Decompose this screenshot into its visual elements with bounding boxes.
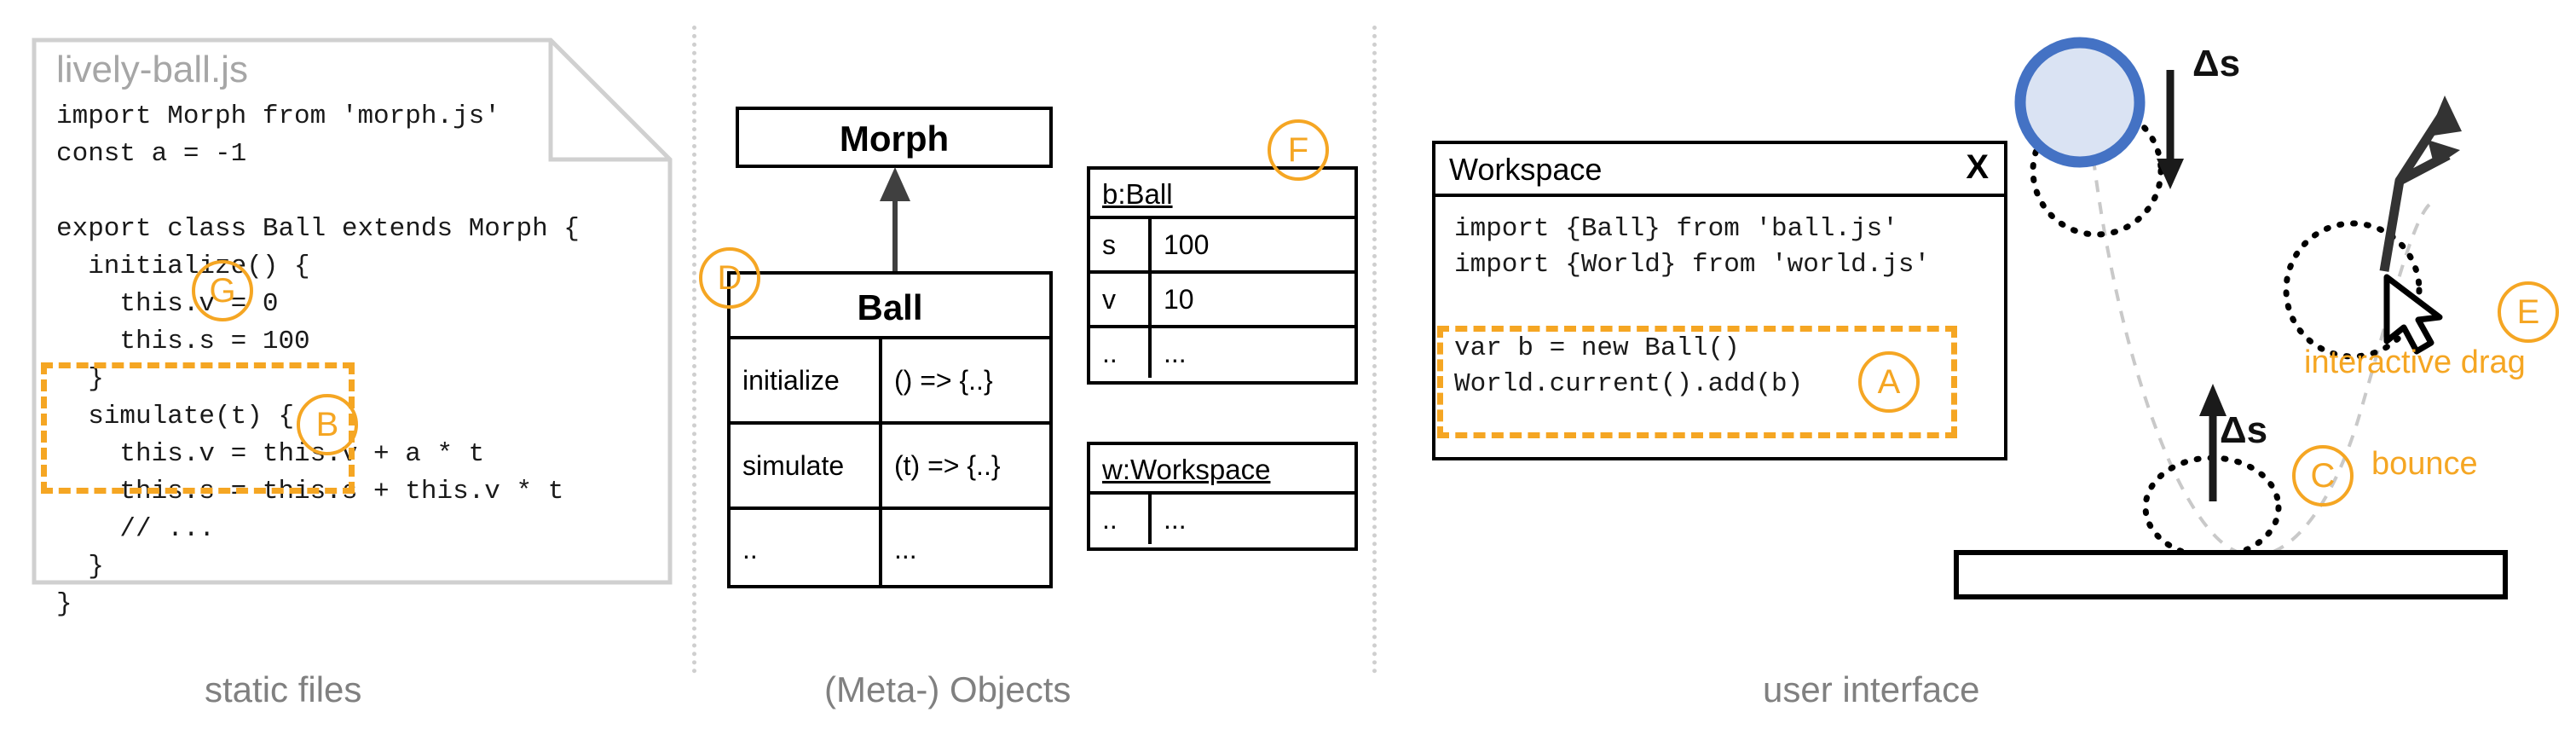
object-field-key: .. (1090, 495, 1152, 544)
badge-f-label: F (1287, 130, 1309, 169)
uml-class-ball-name: Ball (857, 287, 923, 327)
uml-member-name: initialize (731, 339, 882, 421)
workspace-title-label: Workspace (1449, 152, 1603, 187)
uml-member-value: ... (894, 533, 917, 564)
delta-s-up-arrowhead (2199, 384, 2227, 416)
file-code-line-9: simulate(t) { (56, 402, 295, 431)
table-row: .. ... (1090, 491, 1354, 544)
inheritance-arrow-icon (880, 167, 910, 271)
badge-b[interactable]: B (297, 394, 358, 455)
workspace-code-line-1: import {Ball} from 'ball.js' (1454, 214, 1898, 244)
object-field-value: ... (1164, 337, 1187, 368)
file-code-line-14: } (56, 589, 72, 619)
ground-floor-bar (1954, 550, 2508, 599)
table-row: v 10 (1090, 270, 1354, 325)
highlight-box-workspace-snippet (1437, 326, 1957, 438)
mouse-cursor-icon (2383, 274, 2443, 355)
file-code-line-5: initialize() { (56, 252, 310, 281)
object-header: b:Ball (1090, 170, 1354, 216)
object-header-label: w:Workspace (1102, 454, 1271, 485)
badge-a-label: A (1877, 362, 1901, 401)
badge-a[interactable]: A (1858, 351, 1920, 413)
caption-meta-objects: (Meta-) Objects (824, 669, 1071, 709)
workspace-selected-line-1: var b = new Ball() (1454, 333, 1740, 363)
uml-member-name: .. (731, 510, 882, 588)
badge-e[interactable]: E (2498, 281, 2559, 343)
uml-row: .. ... (731, 507, 1049, 588)
ball-trajectory-path (2085, 91, 2433, 558)
file-name-label: lively-ball.js (56, 49, 248, 90)
object-header-label: b:Ball (1102, 178, 1173, 210)
badge-f[interactable]: F (1268, 119, 1329, 181)
object-box-b-ball[interactable]: b:Ball s 100 v 10 .. ... (1087, 166, 1358, 385)
drag-arrow-head-right (2428, 140, 2460, 167)
object-field-key: v (1090, 274, 1152, 325)
badge-c-label: C (2310, 456, 2336, 495)
document-outline (32, 38, 673, 585)
close-icon[interactable]: X (1966, 148, 1989, 186)
workspace-titlebar[interactable]: Workspace X (1435, 144, 2004, 197)
object-field-value: ... (1164, 503, 1187, 535)
uml-member-value: () => {..} (894, 364, 993, 396)
uml-row: simulate (t) => {..} (731, 421, 1049, 507)
workspace-code-line-2: import {World} from 'world.js' (1454, 250, 1931, 280)
caption-user-interface: user interface (1763, 669, 1980, 709)
file-code-line-8: } (56, 364, 104, 394)
delta-s-top-label: Δs (2192, 43, 2241, 84)
table-row: .. ... (1090, 325, 1354, 378)
ghost-ball-dragged (2283, 220, 2423, 360)
object-box-w-workspace[interactable]: w:Workspace .. ... (1087, 442, 1358, 551)
object-field-value: 100 (1164, 229, 1210, 260)
badge-b-label: B (315, 405, 339, 443)
file-code-line-2: const a = -1 (56, 139, 247, 169)
object-field-value: 10 (1164, 283, 1194, 315)
uml-row: initialize () => {..} (731, 336, 1049, 421)
column-divider-1 (692, 26, 696, 674)
uml-class-morph[interactable]: Morph (736, 107, 1053, 168)
caption-static-files: static files (205, 669, 362, 709)
file-code-line-7: this.s = 100 (56, 327, 310, 356)
uml-member-value: (t) => {..} (894, 449, 1001, 481)
badge-c[interactable]: C (2292, 445, 2354, 507)
object-field-key: s (1090, 219, 1152, 270)
file-code-line-1: import Morph from 'morph.js' (56, 101, 500, 131)
badge-d[interactable]: D (699, 247, 760, 309)
source-file-document[interactable]: lively-ball.js import Morph from 'morph.… (32, 38, 673, 619)
ball-shape (2014, 37, 2146, 168)
workspace-window[interactable]: Workspace X import {Ball} from 'ball.js'… (1432, 141, 2007, 460)
bouncing-ball-scene (1954, 37, 2508, 599)
drag-arrow-segment-2 (2395, 108, 2449, 183)
file-code-line-12: // ... (56, 514, 216, 544)
file-code-line-13: } (56, 552, 104, 582)
badge-g-label: G (209, 271, 236, 310)
object-header: w:Workspace (1090, 445, 1354, 491)
object-field-key: .. (1090, 328, 1152, 378)
file-code-line-4: export class Ball extends Morph { (56, 214, 580, 244)
file-code-line-6: this.v = 0 (56, 289, 279, 319)
badge-g[interactable]: G (192, 260, 253, 321)
delta-s-bottom-label: Δs (2220, 409, 2268, 451)
table-row: s 100 (1090, 216, 1354, 270)
column-divider-2 (1372, 26, 1377, 674)
uml-class-ball[interactable]: Ball initialize () => {..} simulate (t) … (727, 271, 1053, 588)
label-bounce: bounce (2371, 446, 2478, 482)
uml-member-name: simulate (731, 425, 882, 507)
badge-d-label: D (717, 258, 742, 297)
uml-class-morph-name: Morph (839, 119, 950, 159)
label-interactive-drag: interactive drag (2304, 344, 2526, 380)
delta-s-down-arrowhead (2157, 159, 2184, 189)
badge-e-label: E (2516, 292, 2540, 331)
workspace-selected-line-2: World.current().add(b) (1454, 369, 1804, 399)
